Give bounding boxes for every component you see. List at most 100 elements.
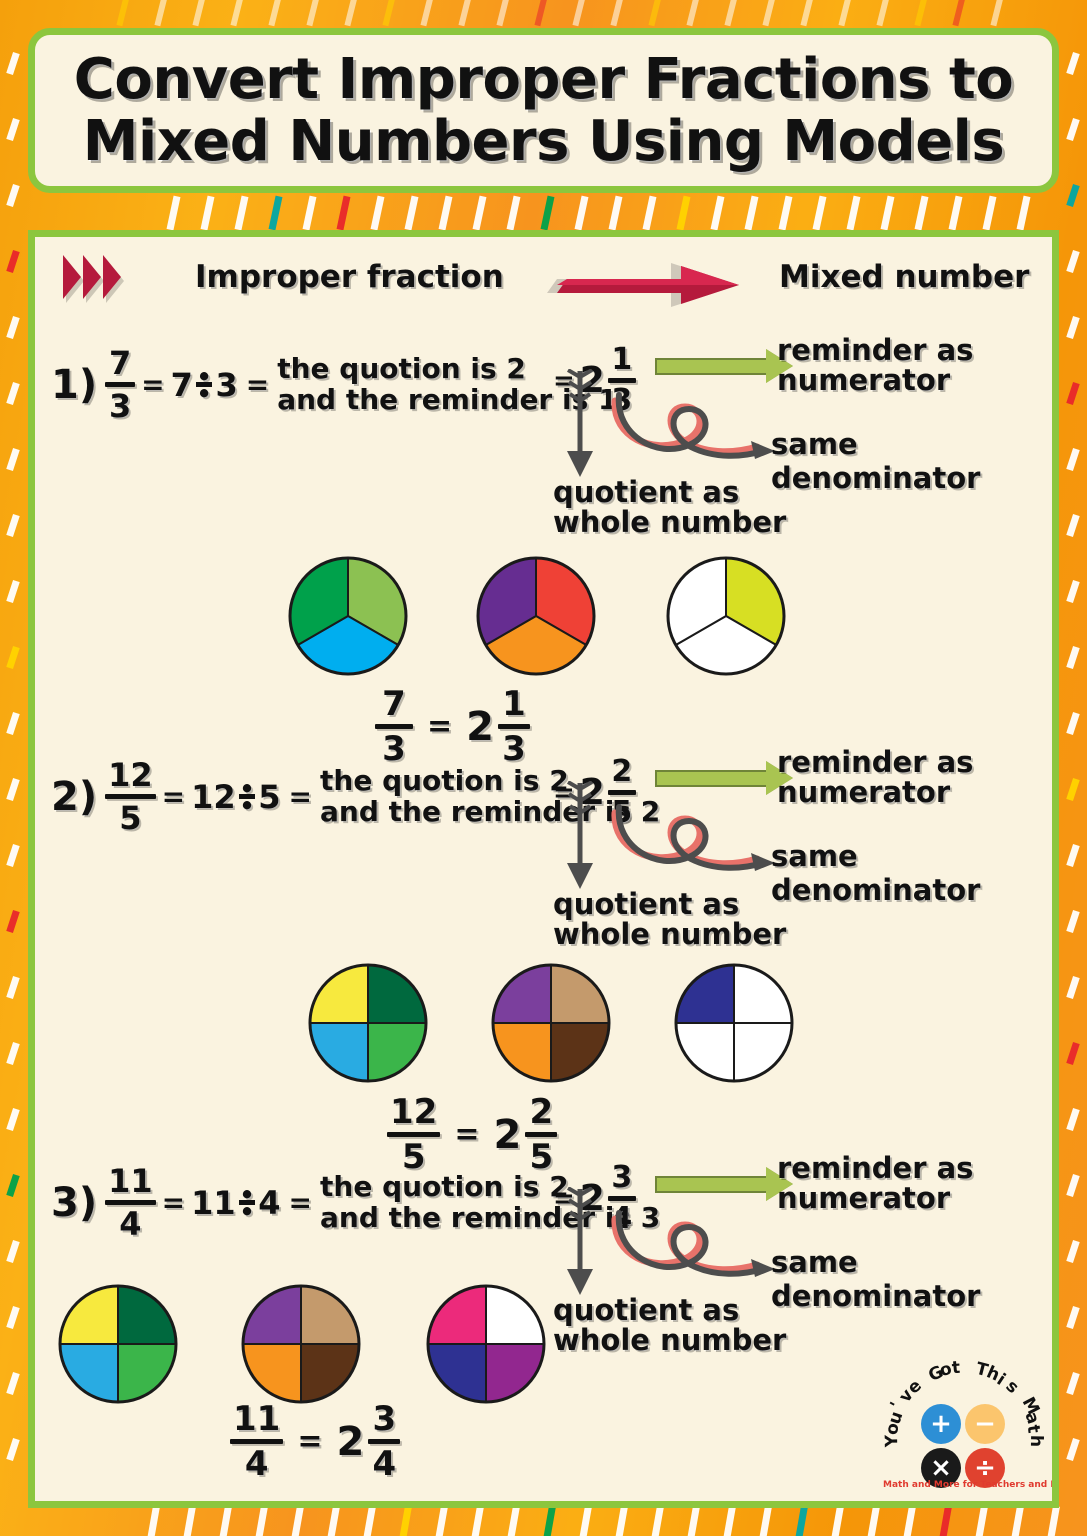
decorative-stripe	[615, 1505, 628, 1536]
fraction-bar	[387, 1132, 441, 1137]
result-numerator: 3	[372, 1399, 397, 1439]
decorative-stripe	[327, 1505, 340, 1536]
problem-denominator: 4	[119, 1205, 142, 1243]
decorative-stripe	[914, 0, 928, 27]
pie-outline	[288, 556, 408, 676]
decorative-stripe	[506, 195, 521, 231]
reminder-label-line-2: numerator	[777, 775, 951, 810]
result-numerator: 1	[502, 684, 526, 724]
decorative-stripe	[1066, 381, 1080, 406]
decorative-stripe	[234, 195, 249, 231]
decorative-stripe	[1066, 315, 1080, 340]
chevron-group	[63, 255, 123, 299]
decorative-stripe	[1016, 195, 1031, 231]
decorative-stripe	[1066, 909, 1080, 934]
decorative-stripe	[268, 0, 282, 27]
decorative-stripe	[200, 195, 215, 231]
chevron-right-icon	[63, 255, 81, 299]
decorative-stripe	[6, 513, 20, 538]
mixed-numerator: 3	[611, 1160, 633, 1195]
mixed-whole-number: 2	[579, 360, 605, 401]
chevron-right-icon	[103, 255, 121, 299]
divisor: 5	[258, 777, 281, 816]
decorative-stripe	[939, 1505, 952, 1536]
decorative-stripe	[471, 1505, 484, 1536]
fraction-bar	[105, 1200, 156, 1205]
problem-denominator: 3	[108, 387, 132, 425]
pie-outline	[58, 1284, 178, 1404]
quotient-text: the quotion is 2	[320, 1170, 569, 1204]
decorative-stripe	[1066, 1107, 1080, 1132]
divide-icon: ●●	[238, 1188, 256, 1216]
quotient-label-line-2: whole number	[553, 917, 787, 952]
equals-sign: =	[454, 1117, 480, 1152]
decorative-stripe	[6, 975, 20, 1000]
decorative-stripe	[914, 195, 929, 231]
equals-sign: =	[297, 1424, 323, 1459]
logo-arc-letter	[963, 1358, 971, 1378]
mixed-numerator: 2	[611, 754, 633, 789]
fraction-circle-model	[288, 556, 408, 676]
decorative-stripe	[6, 711, 20, 736]
decorative-stripe	[1066, 1305, 1080, 1330]
fraction-bar	[105, 382, 136, 387]
dividend: 7	[170, 365, 193, 404]
pie-outline	[674, 963, 794, 1083]
quotient-label-line-2: whole number	[553, 505, 787, 540]
decorative-stripe	[404, 195, 419, 231]
result-improper-numerator: 12	[390, 1092, 438, 1132]
decorative-stripe	[183, 1505, 196, 1536]
decorative-stripe	[472, 195, 487, 231]
decorative-stripe	[723, 1505, 736, 1536]
decorative-stripe	[1066, 447, 1080, 472]
decorative-stripe	[687, 1505, 700, 1536]
fraction-bar	[230, 1439, 284, 1444]
decorative-stripe	[6, 1173, 20, 1198]
green-arrow-icon	[655, 1167, 793, 1201]
fraction-bar	[525, 1132, 558, 1137]
remainder-text: and the reminder is 1	[277, 382, 618, 416]
header-mixed-number-label: Mixed number	[779, 259, 1030, 295]
curl-arrow-icon	[607, 1209, 807, 1293]
fraction-model	[475, 555, 597, 677]
decorative-stripe	[990, 0, 1004, 27]
equals-sign: =	[161, 1186, 186, 1219]
result-denominator: 5	[529, 1137, 554, 1177]
decorative-stripe	[838, 0, 852, 27]
fraction-bar	[607, 790, 636, 795]
decorative-stripe	[1066, 1371, 1080, 1396]
decorative-stripe	[759, 1505, 772, 1536]
multiply-icon: ×	[921, 1448, 961, 1488]
fraction-circle-model	[674, 963, 794, 1083]
same-denominator-label: same denominator	[771, 427, 1052, 495]
problem-numerator: 7	[108, 344, 132, 382]
pie-outline	[666, 556, 786, 676]
arrow-right-glyph	[547, 263, 739, 307]
decorative-stripe	[876, 0, 890, 27]
decorative-stripe	[6, 579, 20, 604]
result-improper-numerator: 7	[382, 684, 406, 724]
equals-sign: =	[141, 368, 165, 401]
decorative-stripe	[1066, 579, 1080, 604]
decorative-stripe	[6, 447, 20, 472]
decorative-stripe	[579, 1505, 592, 1536]
fraction-model	[665, 555, 787, 677]
decorative-stripe	[6, 249, 20, 274]
decorative-stripe	[975, 1505, 988, 1536]
